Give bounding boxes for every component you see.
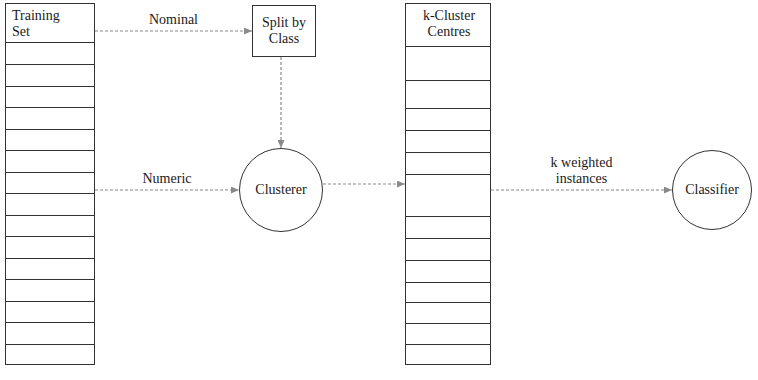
table-row-lines [5,43,491,345]
process-box: Split by Class [252,5,316,57]
connectors [95,31,672,190]
process-circle: Classifier [672,150,752,230]
data-table: k-Cluster Centres [405,3,491,365]
edge-label-holder: Numeric [141,171,194,187]
table-header: k-Cluster Centres [410,4,486,40]
node-label: Clusterer [251,180,310,200]
flow-arrow [491,189,672,190]
flow-arrow [323,183,405,184]
edge-label: Nominal [147,12,200,28]
flow-arrow [280,57,281,148]
flow-arrow [95,189,239,190]
data-table: Training Set [5,3,95,365]
edge-label: Numeric [141,171,194,187]
process-circle: Clusterer [239,148,323,232]
circle-outline [240,149,323,232]
flow-arrow [95,30,252,31]
node-label: Split by Class [255,13,313,49]
node-label: Classifier [681,180,743,200]
edge-label-holder: k weighted instances [545,155,619,187]
edge-label: k weighted instances [545,155,619,187]
table-header: Training Set [6,4,70,40]
edge-label-holder: Nominal [147,12,200,28]
circle-outline [673,151,752,230]
